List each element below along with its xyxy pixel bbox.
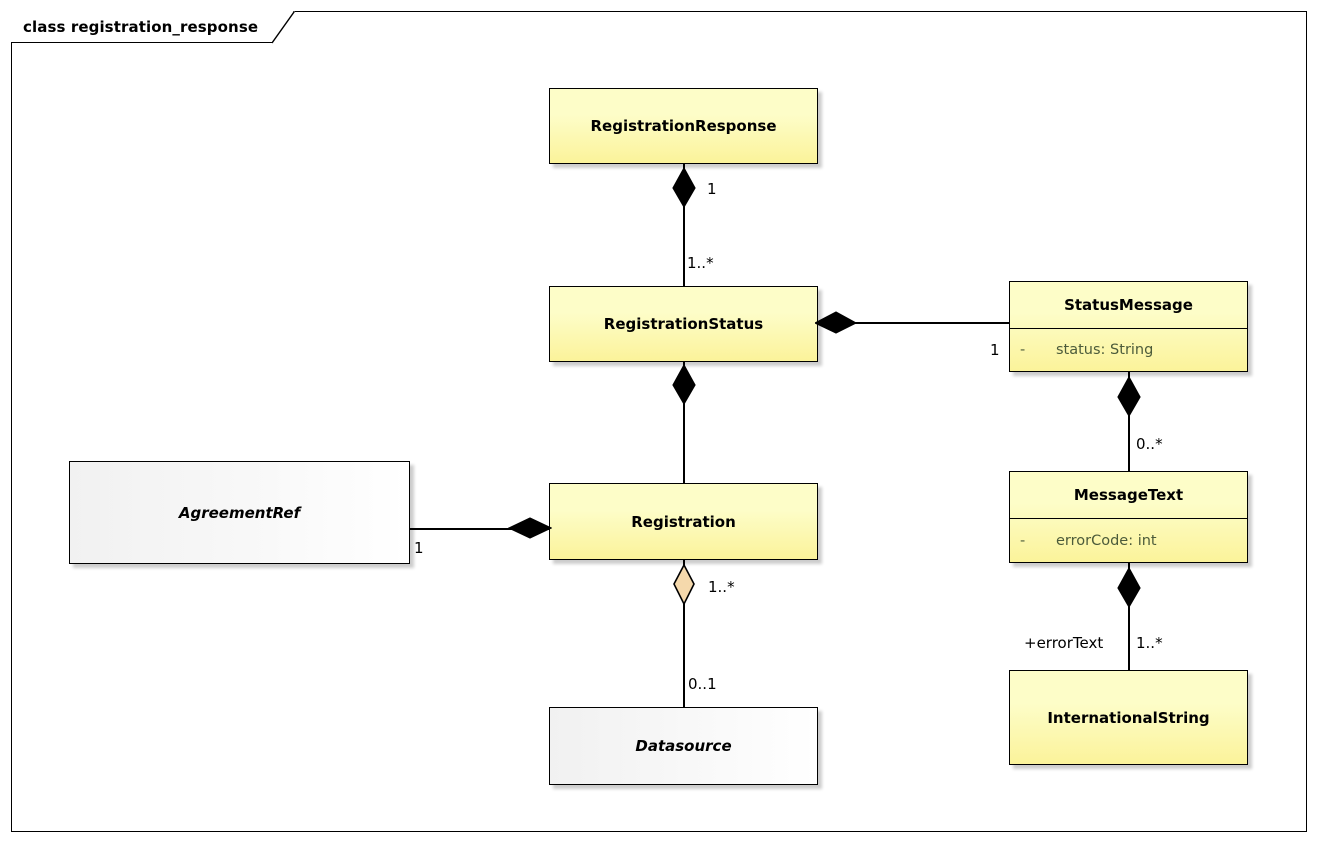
class-box-datasource[interactable]: Datasource [549,707,818,785]
class-box-registration-status[interactable]: RegistrationStatus [549,286,818,362]
class-name-message-text: MessageText [1010,472,1247,519]
composition-diamond-messagetext [1117,377,1141,417]
diagram-title: class registration_response [23,17,259,36]
attribute-compartment-message-text: - errorCode: int [1010,519,1247,562]
edge-agreementref-registration [410,528,550,530]
diagram-frame-tab: class registration_response [11,11,296,44]
class-name-registration-response: RegistrationResponse [590,117,777,135]
edge-response-status [683,163,685,287]
multiplicity-response-status-source: 1 [707,180,717,198]
diagram-frame-tab-corner-icon [272,11,295,44]
composition-diamond-response [672,168,696,208]
attribute-visibility: - [1020,532,1026,549]
attribute-row: - errorCode: int [1020,531,1247,551]
multiplicity-messagetext-internationalstring-target: 1..* [1136,634,1163,652]
class-box-message-text[interactable]: MessageText - errorCode: int [1009,471,1248,563]
multiplicity-status-statusmessage-target: 1 [990,341,1000,359]
composition-diamond-registration [508,516,552,540]
diagram-frame-tab-body: class registration_response [11,11,273,43]
multiplicity-agreementref-registration-source: 1 [414,539,424,557]
class-box-status-message[interactable]: StatusMessage - status: String [1009,281,1248,372]
class-box-registration-response[interactable]: RegistrationResponse [549,88,818,164]
class-name-status-message: StatusMessage [1010,282,1247,329]
class-name-agreement-ref: AgreementRef [178,503,301,522]
multiplicity-registration-datasource-source: 1..* [708,578,735,596]
class-name-international-string: InternationalString [1047,708,1210,727]
edge-status-registration [683,360,685,484]
class-name-registration-status: RegistrationStatus [603,315,764,333]
edge-statusmessage-messagetext [1128,372,1130,472]
multiplicity-statusmessage-messagetext-target: 0..* [1136,435,1163,453]
multiplicity-registration-datasource-target: 0..1 [688,675,717,693]
attribute-row: - status: String [1020,340,1247,360]
edge-messagetext-internationalstring [1128,563,1130,671]
multiplicity-response-status-target: 1..* [687,254,714,272]
edge-registration-datasource [683,560,685,708]
class-box-agreement-ref[interactable]: AgreementRef [69,461,410,564]
attribute-compartment-status-message: - status: String [1010,329,1247,371]
class-box-international-string[interactable]: InternationalString [1009,670,1248,765]
class-box-registration[interactable]: Registration [549,483,818,560]
composition-diamond-status [672,365,696,405]
attribute-text: errorCode: int [1056,532,1157,549]
edge-status-statusmessage [818,322,1013,324]
role-messagetext-internationalstring: +errorText [1024,634,1104,652]
composition-diamond-statusmessage [815,311,857,335]
composition-diamond-internationalstring [1117,568,1141,608]
attribute-text: status: String [1056,342,1154,358]
attribute-visibility: - [1020,342,1026,358]
aggregation-diamond-datasource [672,564,696,606]
class-name-datasource: Datasource [635,737,732,755]
class-name-registration: Registration [631,512,736,531]
